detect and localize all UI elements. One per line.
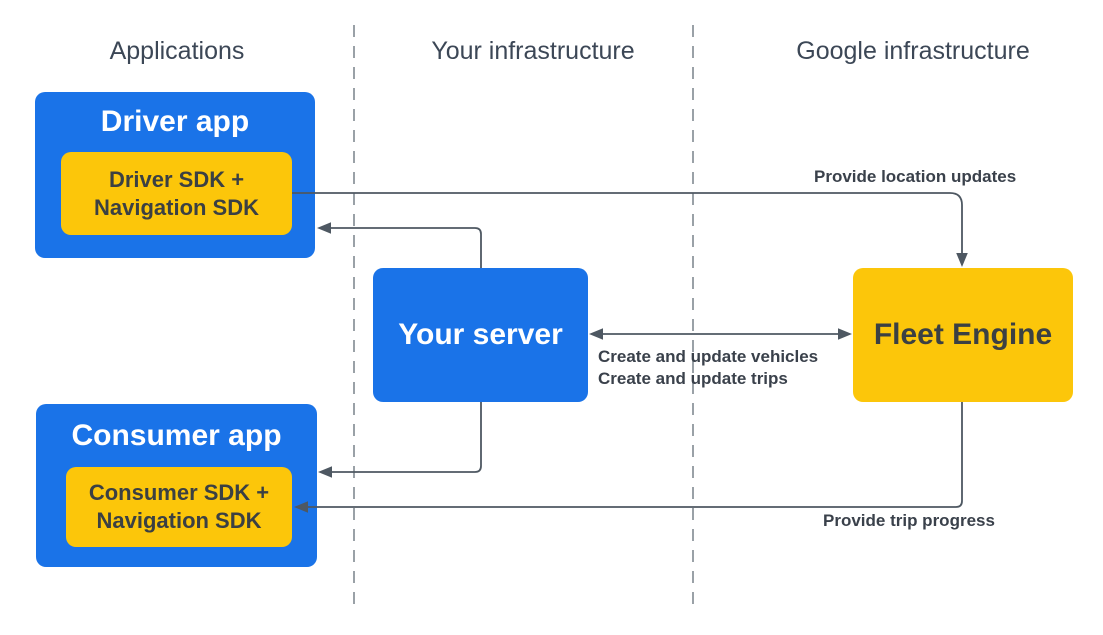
arrowhead-into-driver-app-icon <box>317 222 331 234</box>
edge-label-create-update-trips: Create and update trips <box>598 369 788 388</box>
edge-server-to-consumer-line <box>332 402 482 473</box>
consumer-sdk-line1: Consumer SDK + <box>88 480 270 505</box>
arrowhead-into-fleet-engine-left-icon <box>838 328 852 340</box>
driver-app-node: Driver app Driver SDK + Navigation SDK <box>35 92 315 258</box>
driver-app-title: Driver app <box>100 105 250 138</box>
fleet-engine-title: Fleet Engine <box>873 318 1053 351</box>
driver-sdk-node: Driver SDK + Navigation SDK <box>61 152 292 235</box>
fleet-engine-node: Fleet Engine <box>853 268 1073 402</box>
arrowhead-into-your-server-icon <box>589 328 603 340</box>
consumer-sdk-line2: Navigation SDK <box>96 508 262 533</box>
consumer-sdk-node: Consumer SDK + Navigation SDK <box>66 467 292 547</box>
column-header-google-infrastructure: Google infrastructure <box>796 37 1030 65</box>
edge-label-create-update-vehicles: Create and update vehicles <box>598 347 819 366</box>
your-server-node: Your server <box>373 268 588 402</box>
consumer-app-node: Consumer app Consumer SDK + Navigation S… <box>36 404 317 567</box>
arrowhead-into-consumer-app-icon <box>318 466 332 478</box>
consumer-app-title: Consumer app <box>71 418 282 452</box>
arrowhead-into-fleet-engine-icon <box>956 253 968 267</box>
column-header-your-infrastructure: Your infrastructure <box>431 37 635 65</box>
edge-label-location-updates: Provide location updates <box>814 167 1017 186</box>
your-server-title: Your server <box>398 318 563 351</box>
edge-server-to-driver-line <box>331 227 482 268</box>
edge-trip-progress-line <box>308 402 963 508</box>
edge-location-updates-line <box>292 192 963 254</box>
edge-label-trip-progress: Provide trip progress <box>823 511 995 530</box>
driver-sdk-line2: Navigation SDK <box>93 194 260 220</box>
driver-sdk-line1: Driver SDK + <box>108 166 245 192</box>
column-header-applications: Applications <box>109 37 245 65</box>
edge-label-create-update: Create and update vehicles Create and up… <box>598 346 818 390</box>
